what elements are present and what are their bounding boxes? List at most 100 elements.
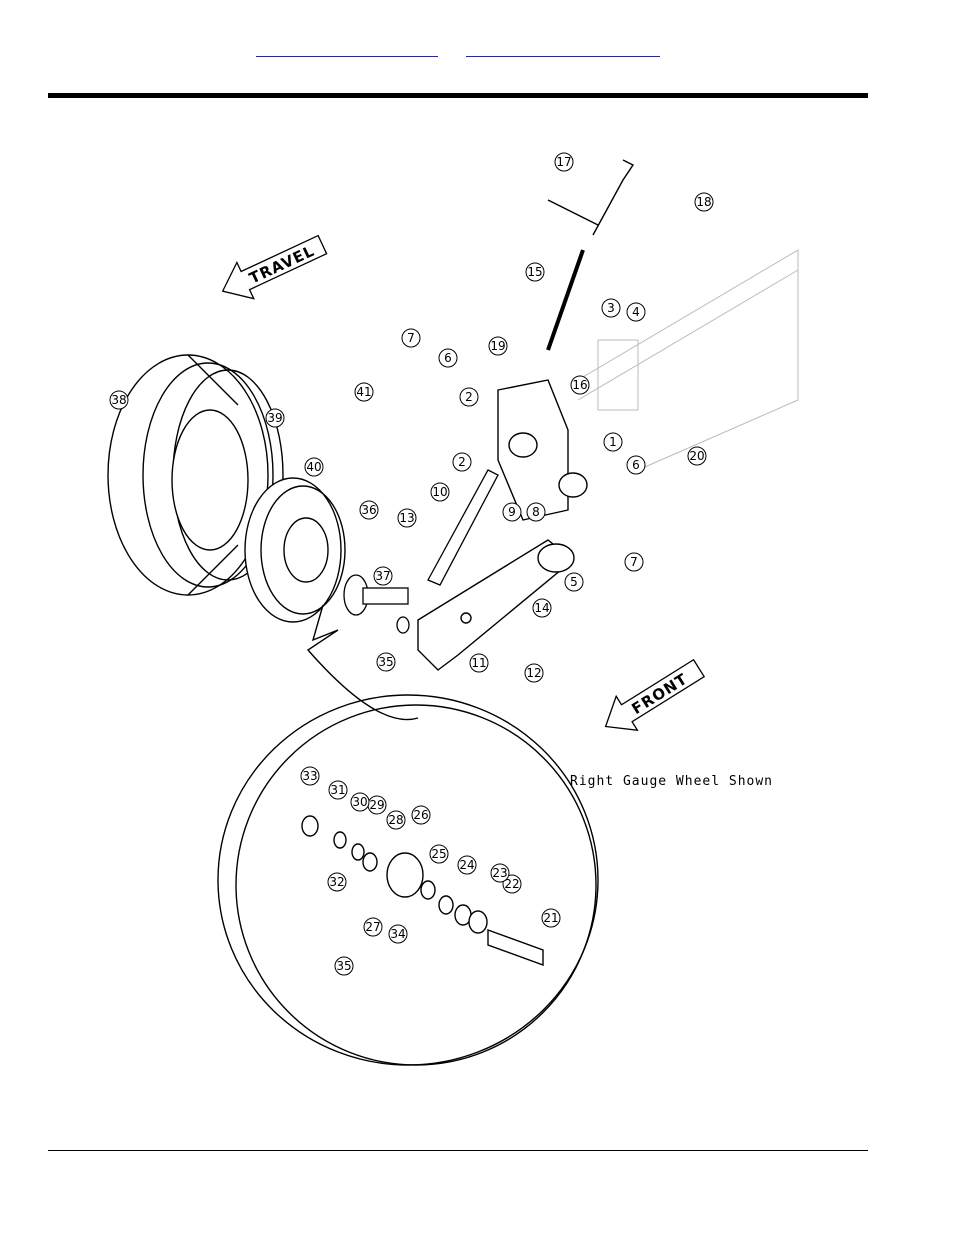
callout-37: 37 [374,567,392,585]
callout-25: 25 [430,845,448,863]
callout-31: 31 [329,781,347,799]
callout-label: 18 [696,195,711,209]
callout-label: 12 [526,666,541,680]
callout-label: 6 [444,351,452,365]
callout-40: 40 [305,458,323,476]
callout-7: 7 [402,329,420,347]
header-rule [48,93,868,98]
callout-29: 29 [368,796,386,814]
callout-10: 10 [431,483,449,501]
footer-rule [48,1150,868,1151]
callout-27: 27 [364,918,382,936]
callout-label: 36 [361,503,376,517]
callout-label: 32 [329,875,344,889]
callout-label: 30 [352,795,367,809]
callout-label: 31 [330,783,345,797]
pivot-bracket [498,380,587,520]
callout-label: 25 [431,847,446,861]
callout-18: 18 [695,193,713,211]
callout-label: 40 [306,460,321,474]
callout-label: 7 [630,555,638,569]
header-link-left[interactable] [256,40,438,57]
handle [548,160,633,235]
callout-16: 16 [571,376,589,394]
callout-label: 10 [432,485,447,499]
callout-19: 19 [489,337,507,355]
callout-label: 1 [609,435,617,449]
callout-label: 27 [365,920,380,934]
callout-label: 28 [388,813,403,827]
callout-label: 3 [607,301,615,315]
callout-21: 21 [542,909,560,927]
callout-label: 6 [632,458,640,472]
callout-41: 41 [355,383,373,401]
callout-label: 5 [570,575,578,589]
callout-label: 35 [336,959,351,973]
callout-39: 39 [266,409,284,427]
callout-label: 33 [302,769,317,783]
front-arrow: FRONT [595,651,709,743]
callout-label: 9 [508,505,516,519]
callout-24: 24 [458,856,476,874]
callout-2: 2 [460,388,478,406]
callout-1: 1 [604,433,622,451]
callout-17: 17 [555,153,573,171]
spring [548,250,583,350]
callout-label: 29 [369,798,384,812]
callout-label: 8 [532,505,540,519]
diagram-note: Right Gauge Wheel Shown [570,774,773,789]
callout-36: 36 [360,501,378,519]
callout-label: 13 [399,511,414,525]
hub-assembly [344,575,409,633]
callout-28: 28 [387,811,405,829]
callout-label: 17 [556,155,571,169]
callout-label: 26 [413,808,428,822]
callout-label: 23 [492,866,507,880]
callout-label: 7 [407,331,415,345]
callout-label: 24 [459,858,474,872]
callout-4: 4 [627,303,645,321]
callout-35: 35 [335,957,353,975]
callout-33: 33 [301,767,319,785]
callout-2: 2 [453,453,471,471]
gauge-wheel-exploded-diagram: TRAVEL FRONT [78,140,818,1080]
callout-38: 38 [110,391,128,409]
callout-label: 15 [527,265,542,279]
callout-35: 35 [377,653,395,671]
travel-arrow: TRAVEL [214,227,331,310]
header-link-right[interactable] [466,40,660,57]
callout-5: 5 [565,573,583,591]
callout-8: 8 [527,503,545,521]
callout-6: 6 [439,349,457,367]
callout-label: 19 [490,339,505,353]
callout-15: 15 [526,263,544,281]
callout-30: 30 [351,793,369,811]
rim [245,478,345,622]
callout-3: 3 [602,299,620,317]
callout-label: 20 [689,449,704,463]
callout-label: 11 [471,656,486,670]
callout-20: 20 [688,447,706,465]
callout-12: 12 [525,664,543,682]
callout-label: 38 [111,393,126,407]
callout-23: 23 [491,864,509,882]
callout-32: 32 [328,873,346,891]
callout-label: 4 [632,305,640,319]
callout-label: 14 [534,601,549,615]
callout-label: 21 [543,911,558,925]
callout-13: 13 [398,509,416,527]
callout-label: 37 [375,569,390,583]
callout-label: 2 [458,455,466,469]
callout-26: 26 [412,806,430,824]
callout-9: 9 [503,503,521,521]
callout-label: 41 [356,385,371,399]
callout-label: 2 [465,390,473,404]
callout-6: 6 [627,456,645,474]
callout-label: 16 [572,378,587,392]
callout-7: 7 [625,553,643,571]
callout-34: 34 [389,925,407,943]
callout-label: 35 [378,655,393,669]
callout-label: 39 [267,411,282,425]
callout-label: 34 [390,927,405,941]
callout-14: 14 [533,599,551,617]
